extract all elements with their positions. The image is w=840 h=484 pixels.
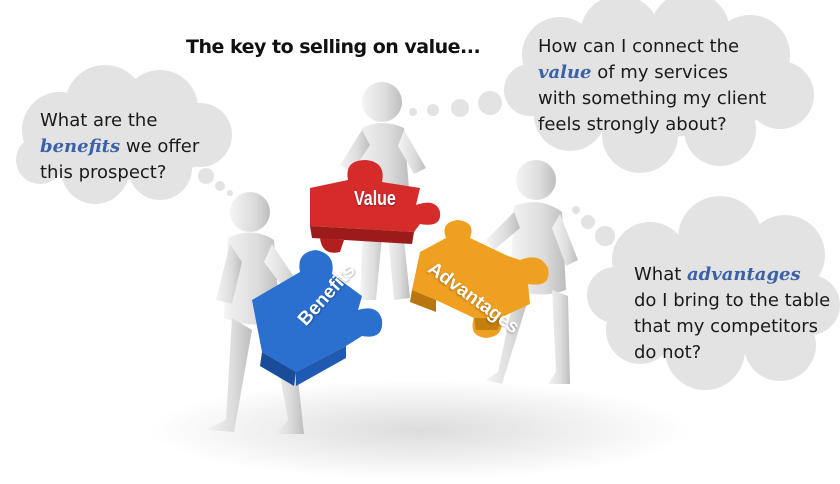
puzzle-piece-icon bbox=[410, 220, 549, 338]
bubble-line-rest: we offer bbox=[120, 136, 200, 157]
thought-cloud-icon bbox=[16, 65, 233, 204]
bubble-line: do I bring to the table bbox=[634, 290, 831, 311]
puzzle-piece-icon bbox=[310, 160, 441, 253]
bubble-line: How can I connect the bbox=[538, 36, 740, 57]
bubble-line: benefits we offer bbox=[40, 134, 220, 160]
thought-bubble-value: How can I connect the value of my servic… bbox=[538, 34, 788, 138]
bubble-line: this prospect? bbox=[40, 162, 167, 183]
bubble-line: What are the bbox=[40, 110, 158, 131]
bubble-line-pre: What bbox=[634, 264, 688, 285]
bubble-line: that my competitors bbox=[634, 316, 819, 337]
bubble-line: do not? bbox=[634, 342, 702, 363]
puzzle-label-value: Value bbox=[354, 188, 396, 210]
thought-cloud-icon bbox=[409, 0, 814, 173]
bubble-line: with something my client bbox=[538, 88, 767, 109]
bubble-line: What advantages bbox=[634, 262, 834, 288]
thought-bubble-benefits: What are the benefits we offer this pros… bbox=[40, 108, 220, 186]
page-title: The key to selling on value... bbox=[186, 36, 481, 58]
thought-bubble-advantages: What advantages do I bring to the table … bbox=[634, 262, 834, 366]
floor-shadow bbox=[150, 380, 690, 480]
bubble-line: feels strongly about? bbox=[538, 114, 727, 135]
emphasis-word: benefits bbox=[40, 136, 121, 157]
bubble-line-rest: of my services bbox=[591, 62, 729, 83]
puzzle-piece-icon bbox=[252, 250, 383, 386]
thought-cloud-icon bbox=[572, 196, 840, 390]
emphasis-word: value bbox=[538, 62, 592, 83]
bubble-line: value of my services bbox=[538, 60, 788, 86]
emphasis-word: advantages bbox=[687, 264, 801, 285]
